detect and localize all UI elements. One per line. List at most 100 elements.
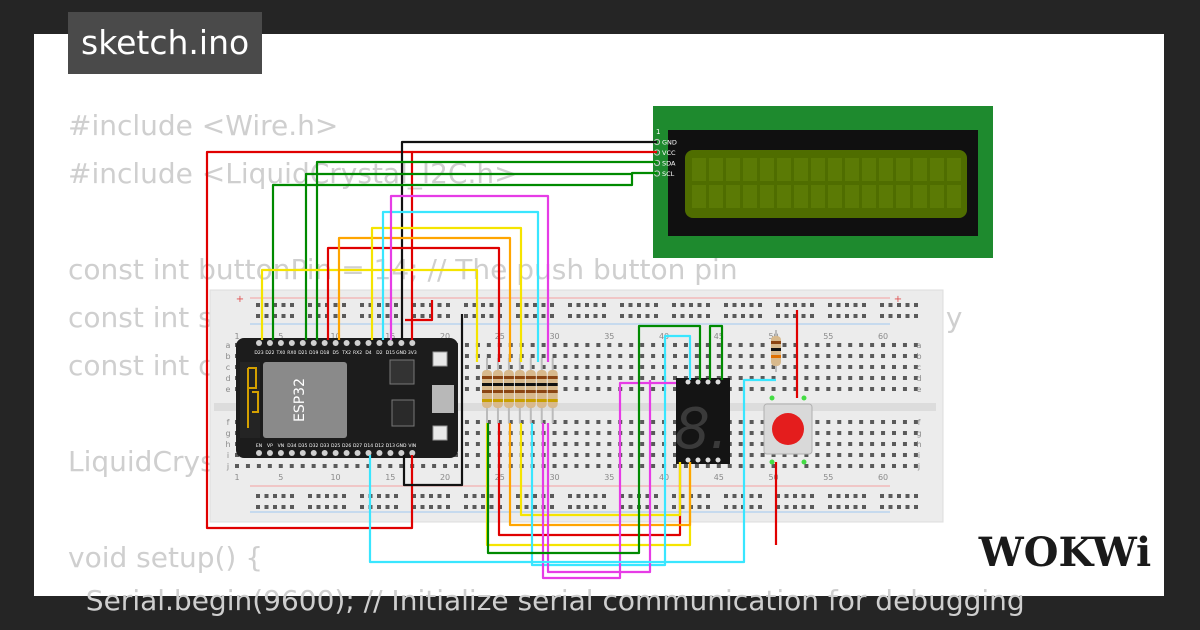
esp32-pin-bottom[interactable] [343,450,350,456]
rail-hole [732,505,737,509]
rail-hole [602,505,606,509]
resistor-body[interactable] [514,370,525,408]
resistor-body[interactable] [547,370,558,408]
esp32-pin-bottom[interactable] [277,450,284,456]
breadboard-hole [640,387,645,391]
esp32-pin-top[interactable] [310,340,317,346]
seven-segment-pin-top[interactable] [695,379,701,385]
push-button[interactable] [763,395,813,465]
seven-segment-pin-bottom[interactable] [695,457,701,463]
breadboard-hole [837,365,842,369]
rail-hole [602,303,606,307]
esp32-pin-bottom[interactable] [376,450,383,456]
resistor-body[interactable] [536,370,547,408]
rail-hole [325,494,329,498]
seven-segment-pin-bottom[interactable] [705,457,711,463]
esp32-pin-bottom[interactable] [398,450,405,456]
esp32-pin-top[interactable] [288,340,295,346]
breadboard-hole [629,354,634,358]
rail-hole [342,494,346,498]
resistor-band [536,399,547,402]
breadboard-hole [848,387,853,391]
esp32-pin-top[interactable] [266,340,273,346]
rail-hole [593,494,598,498]
lcd-cell [760,158,774,181]
resistor-bank[interactable] [482,358,558,423]
row-label-right: j [917,462,920,471]
seven-segment-pin-top[interactable] [715,379,721,385]
esp32-button-top[interactable] [432,351,448,367]
seven-segment-pin-top[interactable] [685,379,691,385]
breadboard-hole [629,442,634,446]
breadboard-hole [749,376,754,380]
esp32-pin-top[interactable] [332,340,339,346]
rail-hole [862,303,866,307]
esp32-button-bottom[interactable] [432,425,448,441]
breadboard-hole [705,464,710,468]
lcd-cell [811,158,825,181]
push-button-cap[interactable] [772,413,804,445]
breadboard-hole [508,420,513,424]
esp32-pin-top[interactable] [343,340,350,346]
resistor-body[interactable] [525,370,536,408]
esp32-pin-bottom[interactable] [409,450,416,456]
esp32-pin-label-top: RX0 [287,350,296,356]
seven-segment-pin-bottom[interactable] [715,457,721,463]
resistor-body[interactable] [492,370,503,408]
breadboard-hole [618,376,623,380]
esp32-pin-top[interactable] [277,340,284,346]
rail-hole [550,505,554,509]
rail-hole [680,494,685,498]
esp32-pin-bottom[interactable] [299,450,306,456]
breadboard-hole [815,343,820,347]
esp32-pin-top[interactable] [256,340,262,346]
esp32-pin-top[interactable] [354,340,361,346]
esp32-microcontroller [389,359,415,385]
pulldown-resistor[interactable] [771,330,781,372]
rail-plus-right: + [894,294,902,305]
breadboard-hole [815,387,820,391]
esp32-pin-top[interactable] [299,340,306,346]
rail-hole [645,494,650,498]
esp32-pin-bottom[interactable] [310,450,317,456]
breadboard-hole [673,464,677,468]
esp32-pin-bottom[interactable] [266,450,273,456]
esp32-pin-top[interactable] [321,340,328,346]
rail-hole [264,303,269,307]
seven-segment-pin-top[interactable] [705,379,711,385]
breadboard-hole [892,464,896,468]
esp32-pin-top[interactable] [409,340,416,346]
rail-hole [914,314,918,318]
row-label-right: d [916,374,921,383]
esp32-pin-top[interactable] [376,340,383,346]
esp32-pin-top[interactable] [365,340,372,346]
esp32-pin-bottom[interactable] [321,450,328,456]
resistor-body[interactable] [482,370,492,408]
breadboard-hole [235,453,239,457]
lcd-cell [947,158,961,181]
esp32-pin-bottom[interactable] [365,450,372,456]
esp32-pin-top[interactable] [387,340,394,346]
esp32-pin-bottom[interactable] [332,450,339,456]
seven-segment-pin-bottom[interactable] [685,457,691,463]
lcd-cell [828,185,842,208]
rail-hole [533,303,537,307]
breadboard-hole [848,442,853,446]
esp32-pin-bottom[interactable] [256,450,262,456]
esp32-pin-bottom[interactable] [354,450,361,456]
breadboard-hole [902,387,907,391]
breadboard-hole [552,431,557,435]
breadboard-hole [530,365,535,369]
resistor-body[interactable] [503,370,514,408]
esp32-pin-bottom[interactable] [288,450,295,456]
breadboard-hole [902,365,907,369]
seven-segment-display[interactable]: 8. [674,378,730,464]
rail-hole [446,505,450,509]
rail-hole [333,314,338,318]
esp32-pin-top[interactable] [398,340,405,346]
rail-hole [489,505,494,509]
esp32-pin-bottom[interactable] [387,450,394,456]
breadboard-hole [563,453,568,457]
